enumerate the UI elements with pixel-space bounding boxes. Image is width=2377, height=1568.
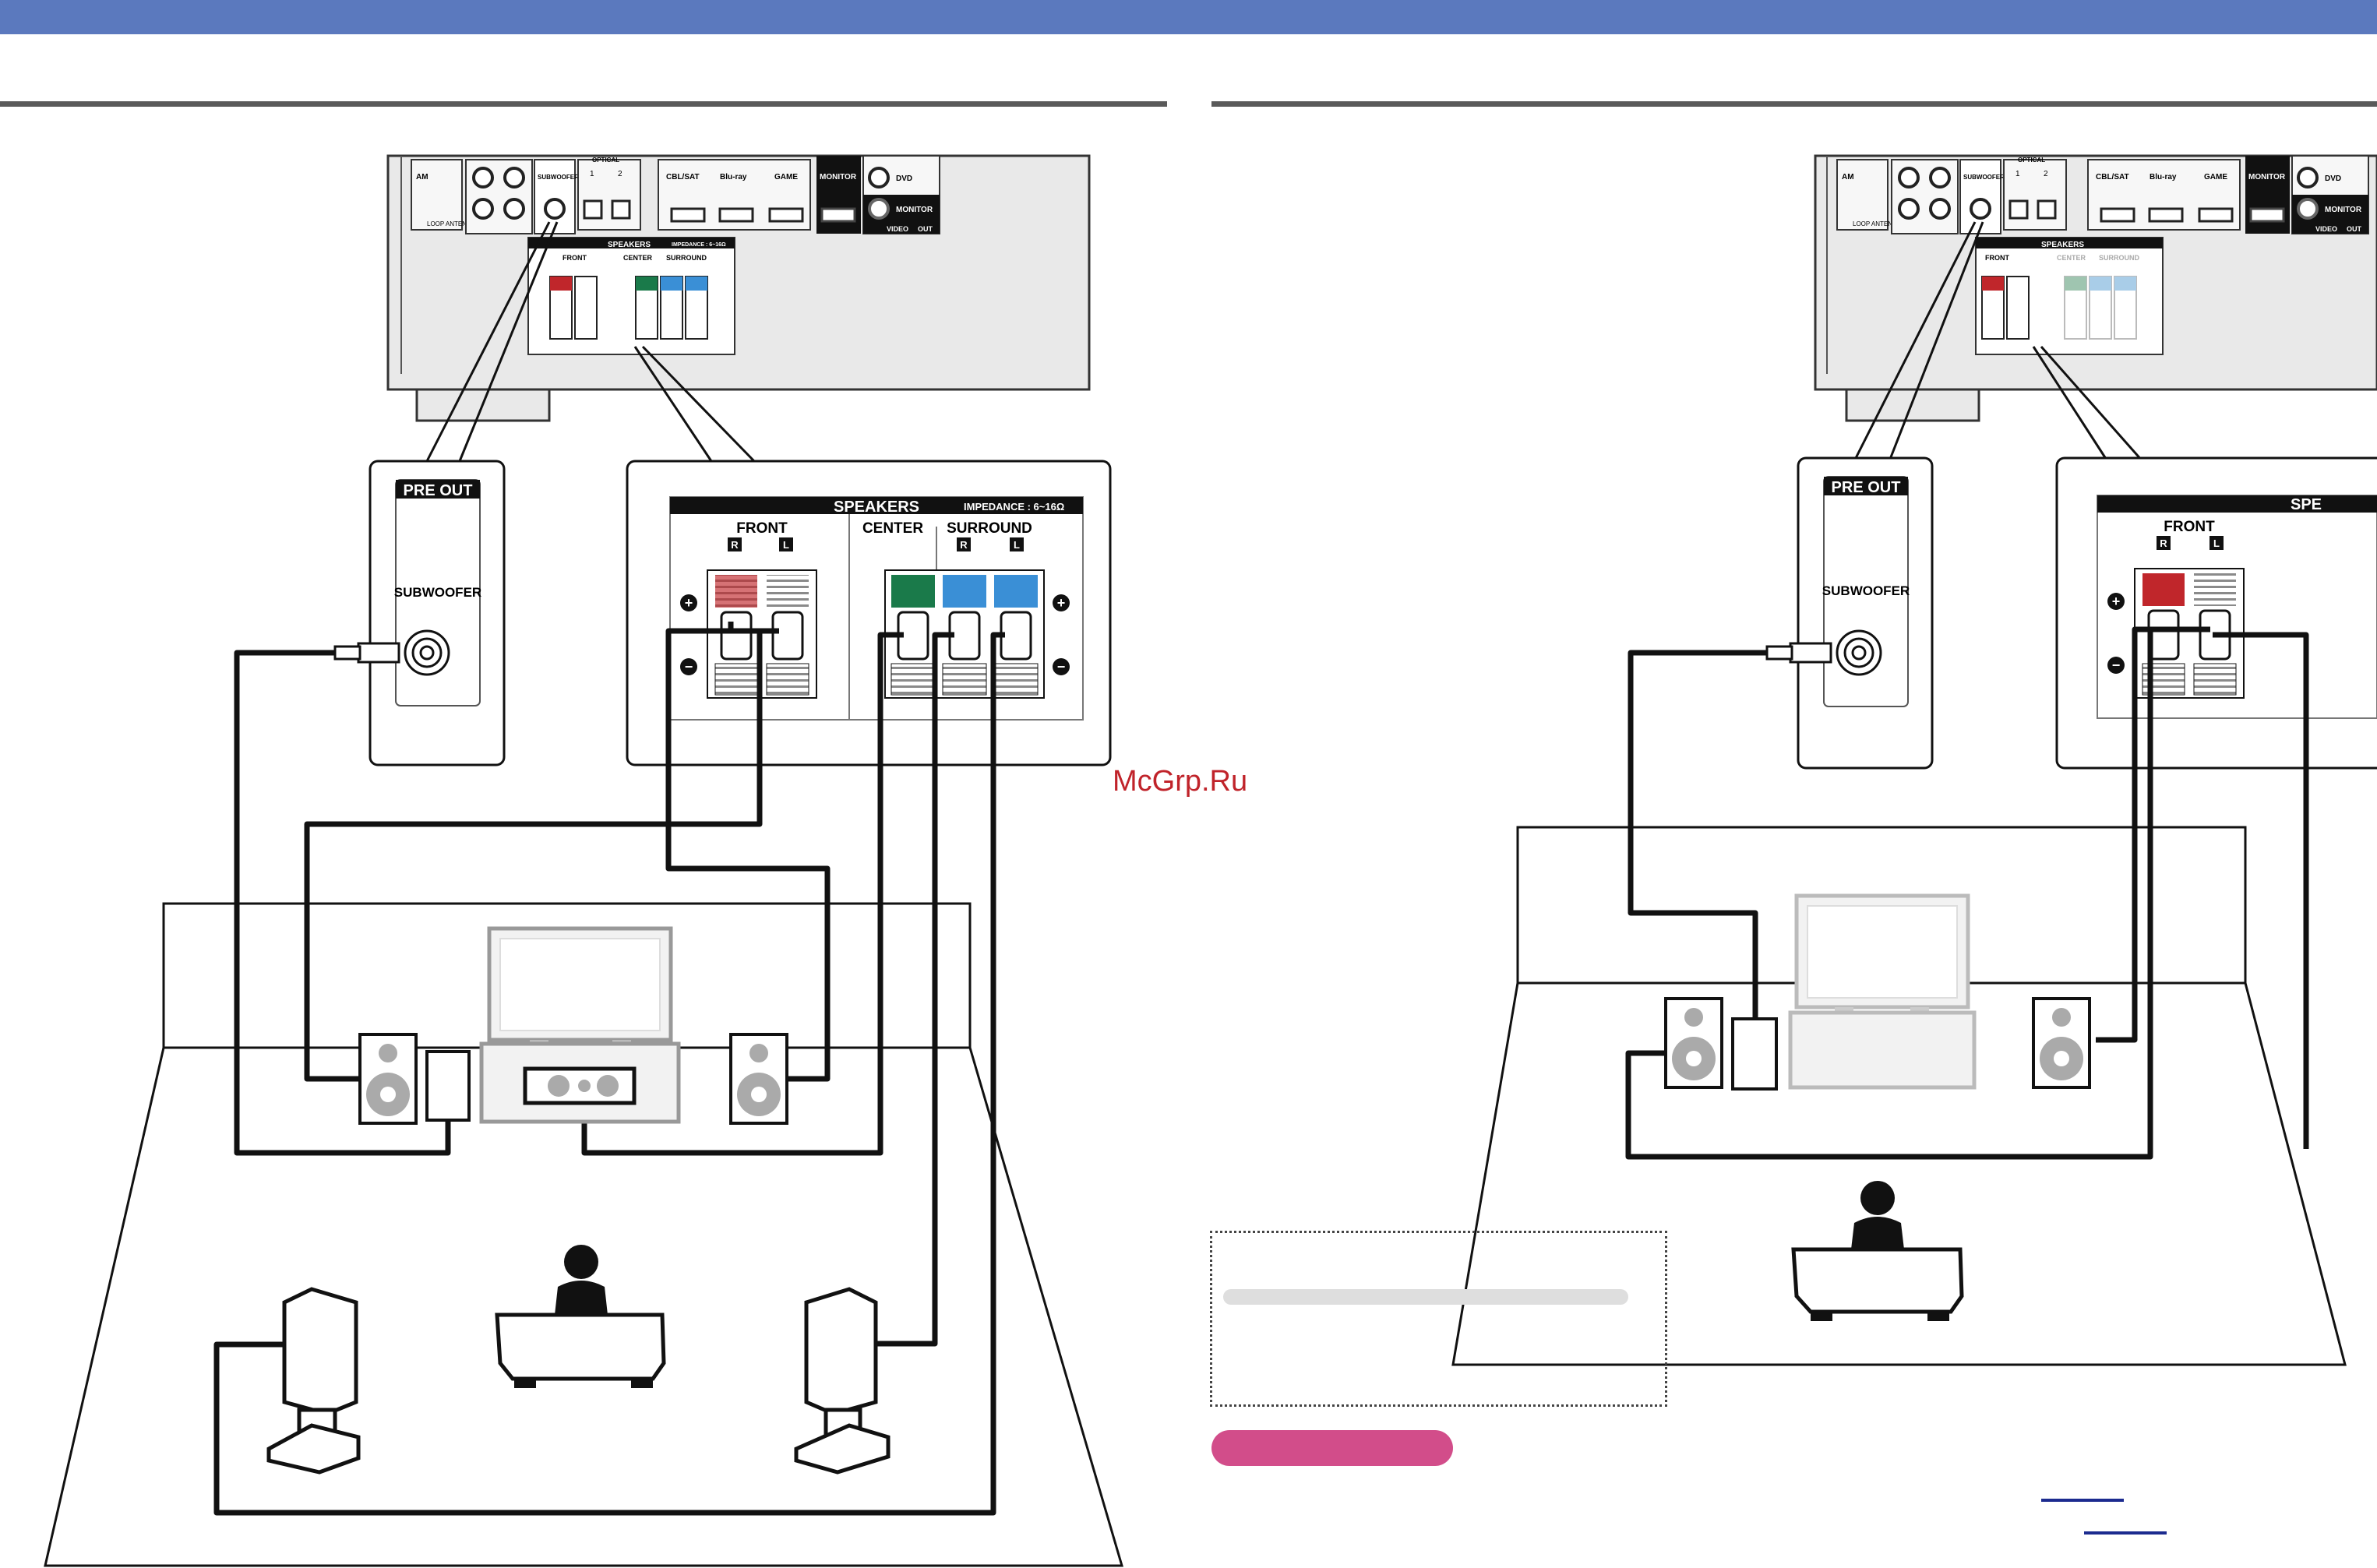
monitor-label: MONITOR bbox=[820, 173, 857, 181]
video-label: VIDEO bbox=[887, 225, 908, 233]
section-pill bbox=[1211, 1430, 1453, 1466]
speakers-label-left: SPEAKERS bbox=[834, 499, 919, 516]
front-l-label-right: L bbox=[2213, 537, 2220, 549]
optical-2-label-r: 2 bbox=[2044, 170, 2048, 178]
section-rule-right bbox=[1211, 101, 2377, 107]
optical-1-label: 1 bbox=[590, 170, 594, 178]
impedance-label-left: IMPEDANCE : 6~16Ω bbox=[964, 501, 1064, 513]
center-small-label-r: CENTER bbox=[2057, 254, 2086, 262]
monitor-label-r: MONITOR bbox=[2248, 173, 2286, 181]
am-label-r: AM bbox=[1842, 173, 1854, 181]
front-label-left: FRONT bbox=[736, 520, 788, 537]
room-left bbox=[44, 902, 1124, 1567]
optical-2-label: 2 bbox=[618, 170, 622, 178]
front-speaker-l-right bbox=[2032, 997, 2091, 1089]
front-speaker-r-right bbox=[1664, 997, 1723, 1089]
dvd-label: DVD bbox=[896, 174, 912, 183]
surround-speaker-r-left bbox=[794, 1287, 890, 1475]
bluray-label: Blu-ray bbox=[720, 173, 747, 181]
speakers-zoom-right: SPE FRONT R L + − bbox=[2055, 456, 2377, 770]
front-r-label-left: R bbox=[731, 539, 739, 551]
optical-1-label-r: 1 bbox=[2016, 170, 2020, 178]
subwoofer-jack-label-r: SUBWOOFER bbox=[1963, 174, 2005, 181]
center-small-label: CENTER bbox=[623, 254, 653, 262]
optical-label-r: OPTICAL bbox=[2018, 157, 2045, 164]
pre-out-label-right: PRE OUT bbox=[1832, 479, 1901, 496]
front-speaker-l-left bbox=[729, 1033, 788, 1125]
speakers-small-label: SPEAKERS bbox=[608, 241, 651, 249]
optical-label: OPTICAL bbox=[592, 157, 619, 164]
front-r-label-right: R bbox=[2160, 537, 2167, 549]
surround-small-label: SURROUND bbox=[666, 254, 707, 262]
video-out-label-r: OUT bbox=[2347, 225, 2362, 233]
page-link-2[interactable] bbox=[2084, 1531, 2167, 1535]
front-small-label: FRONT bbox=[563, 254, 587, 262]
subwoofer-label-left: SUBWOOFER bbox=[394, 585, 481, 600]
video-label-r: VIDEO bbox=[2315, 225, 2337, 233]
minus-sign-left-b: − bbox=[1057, 659, 1066, 675]
plus-sign-right: + bbox=[2112, 594, 2121, 609]
subwoofer-jack-label: SUBWOOFER bbox=[538, 174, 579, 181]
note-box bbox=[1210, 1231, 1667, 1407]
front-small-label-r: FRONT bbox=[1985, 254, 2009, 262]
tv-right bbox=[1788, 893, 1977, 1090]
section-rule-left bbox=[0, 101, 1167, 107]
loop-antenna-label-r: LOOP ANTENNA bbox=[1853, 220, 1902, 227]
bluray-label-r: Blu-ray bbox=[2150, 173, 2177, 181]
receiver-panel-right: AM LOOP ANTENNA SUBWOOFER OPTICAL 1 2 CB… bbox=[1814, 154, 2377, 422]
minus-sign-right: − bbox=[2112, 657, 2121, 673]
surround-r-label-left: R bbox=[960, 539, 968, 551]
game-label: GAME bbox=[774, 173, 798, 181]
speakers-small-label-r: SPEAKERS bbox=[2041, 241, 2084, 249]
loop-antenna-label: LOOP ANTENNA bbox=[427, 220, 476, 227]
center-speaker-left bbox=[523, 1066, 637, 1105]
listener-left bbox=[495, 1245, 666, 1388]
cbl-sat-label-r: CBL/SAT bbox=[2096, 173, 2129, 181]
cbl-sat-label: CBL/SAT bbox=[666, 173, 700, 181]
monitor-out-label: MONITOR bbox=[896, 206, 933, 214]
page-link-1[interactable] bbox=[2041, 1499, 2124, 1502]
room-right bbox=[1451, 826, 2347, 1366]
listener-right bbox=[1791, 1181, 1964, 1321]
pre-out-zoom-left: PRE OUT SUBWOOFER bbox=[333, 460, 506, 766]
subwoofer-label-right: SUBWOOFER bbox=[1822, 583, 1910, 598]
pre-out-zoom-right: PRE OUT SUBWOOFER bbox=[1765, 456, 1934, 770]
watermark-text: McGrp.Ru bbox=[1113, 765, 1248, 798]
header-bar bbox=[0, 0, 2377, 34]
impedance-small-label: IMPEDANCE : 6~16Ω bbox=[672, 242, 726, 248]
subwoofer-left bbox=[425, 1050, 471, 1122]
speakers-zoom-left: SPEAKERS IMPEDANCE : 6~16Ω FRONT CENTER … bbox=[626, 460, 1112, 766]
surround-l-label-left: L bbox=[1014, 539, 1020, 551]
dvd-label-r: DVD bbox=[2325, 174, 2341, 183]
am-label: AM bbox=[416, 173, 428, 181]
center-label-left: CENTER bbox=[862, 520, 923, 537]
tv-left bbox=[479, 926, 681, 1124]
pre-out-label-left: PRE OUT bbox=[404, 482, 473, 499]
game-label-r: GAME bbox=[2204, 173, 2227, 181]
video-out-label: OUT bbox=[918, 225, 933, 233]
plus-sign-left-a: + bbox=[685, 595, 693, 611]
surround-speaker-l-left bbox=[266, 1287, 361, 1475]
monitor-out-label-r: MONITOR bbox=[2325, 206, 2362, 214]
minus-sign-left-a: − bbox=[685, 659, 693, 675]
speakers-label-right: SPE bbox=[2291, 496, 2322, 513]
plus-sign-left-b: + bbox=[1057, 595, 1066, 611]
subwoofer-right bbox=[1731, 1017, 1778, 1091]
front-label-right: FRONT bbox=[2164, 519, 2215, 535]
front-l-label-left: L bbox=[783, 539, 789, 551]
front-speaker-r-left bbox=[358, 1033, 418, 1125]
surround-small-label-r: SURROUND bbox=[2099, 254, 2140, 262]
surround-label-left: SURROUND bbox=[947, 520, 1032, 537]
note-placeholder-bar bbox=[1223, 1289, 1628, 1305]
